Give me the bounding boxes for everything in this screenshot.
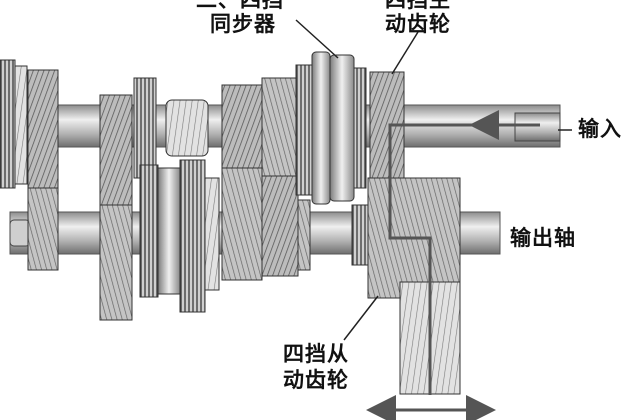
gear: [27, 187, 59, 271]
fourth-drive-gear-label-line2: 动齿轮: [385, 12, 451, 36]
synchronizer-sleeve: [311, 51, 331, 205]
output-shaft-end: [9, 219, 31, 247]
input-label: 输入: [578, 117, 622, 141]
gear: [221, 167, 263, 281]
gear: [0, 59, 16, 189]
gear: [297, 199, 311, 271]
gear: [351, 204, 369, 266]
fourth-driven-gear-label-line1: 四挡从: [283, 342, 349, 366]
synchronizer-label-line1: 二、四挡: [196, 0, 284, 12]
gear: [157, 167, 181, 295]
gear: [179, 159, 206, 313]
gear: [204, 177, 220, 291]
gear: [99, 94, 133, 206]
power-flow-path: [366, 110, 540, 420]
gear: [139, 164, 159, 298]
gear: [261, 77, 301, 177]
gear: [221, 84, 265, 171]
gear: [133, 77, 157, 179]
synchronizer-ring: [329, 54, 355, 202]
gear: [165, 99, 209, 157]
synchronizer-ring: [353, 67, 367, 189]
synchronizer-label-line2: 同步器: [210, 12, 276, 36]
output-shaft-label: 输出轴: [510, 226, 576, 250]
gear: [99, 204, 133, 321]
fourth-drive-gear: [369, 71, 405, 183]
gear: [261, 175, 299, 277]
input-shaft-end: [514, 112, 561, 142]
leader-lines: [295, 19, 572, 341]
gear: [27, 69, 59, 193]
fourth-drive-gear-label-line1: 四挡主: [385, 0, 451, 12]
gear: [14, 65, 28, 185]
synchronizer-hub: [295, 64, 313, 196]
fourth-driven-gear-label-line2: 动齿轮: [283, 368, 349, 392]
